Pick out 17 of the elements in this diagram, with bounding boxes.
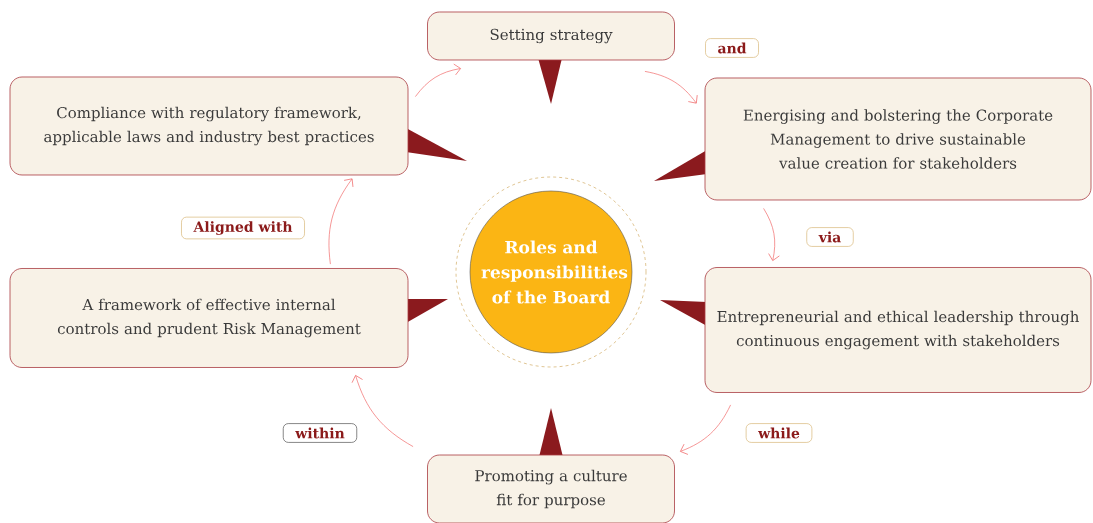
edge-label: via bbox=[806, 227, 854, 247]
text-box: Compliance with regulatory framework, applicable laws and industry best practices bbox=[9, 76, 409, 176]
text-box: Setting strategy bbox=[427, 11, 675, 61]
arrow bbox=[351, 375, 414, 447]
text-box: A framework of effective internal controls and prudent Risk Management bbox=[9, 268, 409, 368]
text-box: Energising and bolstering the Corporate Management to drive sustainable value creation for stakeholders bbox=[704, 77, 1092, 201]
edge-label: within bbox=[282, 423, 358, 443]
edge-label: and bbox=[705, 38, 759, 58]
arrow bbox=[680, 404, 731, 455]
text-box: Entrepreneurial and ethical leadership through continuous engagement with stakeholders bbox=[704, 267, 1092, 393]
edge-label: Aligned with bbox=[181, 216, 305, 240]
text-box: Promoting a culture fit for purpose bbox=[427, 454, 675, 523]
arrow bbox=[763, 208, 780, 261]
arrow bbox=[415, 63, 461, 97]
arrow bbox=[644, 71, 698, 104]
edge-label: while bbox=[745, 423, 813, 443]
arrow bbox=[328, 178, 354, 265]
